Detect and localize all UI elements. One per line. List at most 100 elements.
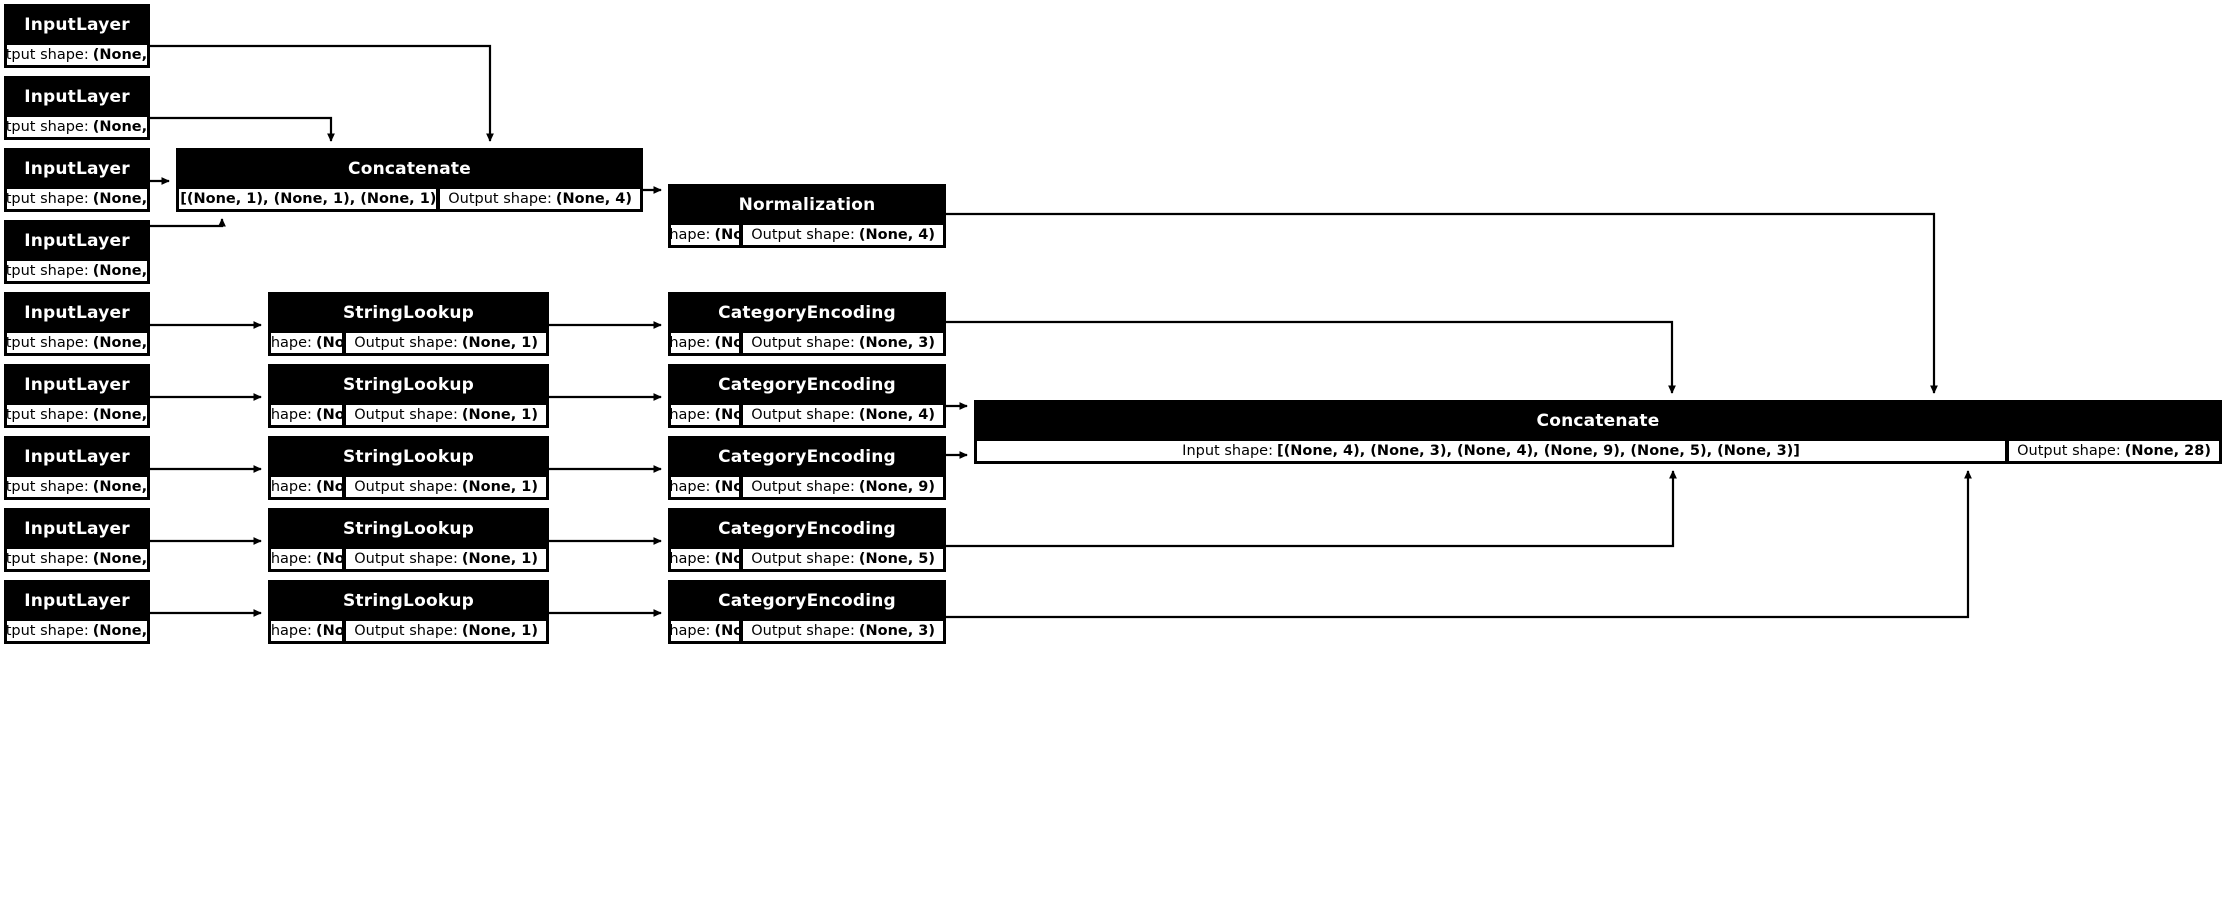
input-shape-cell: Input shape:(None, 1) (670, 404, 741, 426)
node-shape-row: Input shape:(None, 1)Output shape:(None,… (670, 404, 944, 426)
input-shape-cell-value: (None, 1) (714, 623, 739, 639)
output-shape-cell-label: Output shape: (2017, 443, 2121, 459)
edge-category_encoding_5-to-concat_all (946, 470, 1972, 619)
input-shape-cell-label: Input shape: (1182, 443, 1273, 459)
output-shape-cell: Output shape:(None, 1) (6, 44, 148, 66)
input-shape-cell-value: (None, 1) (714, 335, 739, 351)
node-shape-row: Output shape:(None, 1) (6, 44, 148, 66)
output-shape-cell-value: (None, 1) (461, 479, 538, 495)
output-shape-cell: Output shape:(None, 4) (439, 188, 641, 210)
output-shape-cell: Output shape:(None, 1) (345, 476, 547, 498)
input-shape-cell-value: (None, 4) (714, 227, 739, 243)
input-shape-cell-value: [(None, 1), (None, 1), (None, 1), (None,… (180, 191, 437, 207)
node-shape-row: Output shape:(None, 1) (6, 548, 148, 570)
output-shape-cell-label: Output shape: (751, 623, 855, 639)
node-shape-row: Input shape:(None, 4)Output shape:(None,… (670, 224, 944, 246)
input-shape-cell-value: (None, 1) (315, 335, 344, 351)
node-input_1[interactable]: InputLayerOutput shape:(None, 1) (4, 4, 150, 68)
output-shape-cell-value: (None, 1) (461, 623, 538, 639)
node-input_8[interactable]: InputLayerOutput shape:(None, 1) (4, 508, 150, 572)
input-shape-cell: Input shape:[(None, 4), (None, 3), (None… (976, 440, 2007, 462)
output-shape-cell-label: Output shape: (448, 191, 552, 207)
node-category_encoding_5[interactable]: CategoryEncodingInput shape:(None, 1)Out… (668, 580, 946, 644)
node-title: CategoryEncoding (670, 366, 944, 404)
node-shape-row: Input shape:(None, 1)Output shape:(None,… (270, 332, 547, 354)
node-input_6[interactable]: InputLayerOutput shape:(None, 1) (4, 364, 150, 428)
output-shape-cell-label: Output shape: (354, 551, 458, 567)
node-category_encoding_4[interactable]: CategoryEncodingInput shape:(None, 1)Out… (668, 508, 946, 572)
node-string_lookup_3[interactable]: StringLookupInput shape: (None, 1)Output … (268, 436, 549, 500)
node-title: InputLayer (6, 510, 148, 548)
node-string_lookup_2[interactable]: StringLookupInput shape:(None, 1)Output … (268, 364, 549, 428)
input-shape-cell-label: Input shape: (670, 623, 711, 639)
node-shape-row: Input shape: (None, 1)Output shape:(None,… (270, 476, 547, 498)
node-title: StringLookup (270, 438, 547, 476)
output-shape-cell: Output shape:(None, 1) (6, 620, 148, 642)
node-title: InputLayer (6, 222, 148, 260)
edge-input_2-to-concat_num (150, 116, 335, 142)
input-shape-cell-label: Input shape: (670, 335, 711, 351)
output-shape-cell: Output shape:(None, 1) (6, 116, 148, 138)
edge-category_encoding_1-to-concat_all (946, 320, 1676, 394)
output-shape-cell-value: (None, 1) (461, 551, 538, 567)
input-shape-cell-label: Input shape: (670, 227, 711, 243)
node-category_encoding_3[interactable]: CategoryEncodingInput shape:(None, 1)Out… (668, 436, 946, 500)
node-category_encoding_2[interactable]: CategoryEncodingInput shape:(None, 1)Out… (668, 364, 946, 428)
node-title: Concatenate (976, 402, 2220, 440)
node-title: CategoryEncoding (670, 510, 944, 548)
input-shape-cell-label: Input shape: (270, 479, 312, 495)
output-shape-cell-value: (None, 3) (858, 623, 935, 639)
node-input_2[interactable]: InputLayerOutput shape:(None, 1) (4, 76, 150, 140)
output-shape-cell-value: (None, 1) (92, 407, 148, 423)
output-shape-cell-label: Output shape: (6, 263, 89, 279)
input-shape-cell: Input shape:[(None, 1), (None, 1), (None… (178, 188, 438, 210)
node-title: CategoryEncoding (670, 438, 944, 476)
output-shape-cell: Output shape:(None, 1) (6, 260, 148, 282)
node-shape-row: Input shape:(None, 1)Output shape:(None,… (270, 548, 547, 570)
output-shape-cell: Output shape:(None, 28) (2008, 440, 2220, 462)
output-shape-cell: Output shape:(None, 4) (742, 224, 944, 246)
output-shape-cell-value: (None, 1) (92, 47, 148, 63)
node-string_lookup_1[interactable]: StringLookupInput shape:(None, 1)Output … (268, 292, 549, 356)
node-category_encoding_1[interactable]: CategoryEncodingInput shape:(None, 1)Out… (668, 292, 946, 356)
node-shape-row: Input shape:[(None, 4), (None, 3), (None… (976, 440, 2220, 462)
output-shape-cell: Output shape:(None, 1) (345, 548, 547, 570)
output-shape-cell-label: Output shape: (6, 479, 89, 495)
node-input_9[interactable]: InputLayerOutput shape:(None, 1) (4, 580, 150, 644)
node-title: StringLookup (270, 510, 547, 548)
node-string_lookup_4[interactable]: StringLookupInput shape:(None, 1)Output … (268, 508, 549, 572)
output-shape-cell-label: Output shape: (6, 335, 89, 351)
input-shape-cell: Input shape:(None, 1) (670, 620, 741, 642)
input-shape-cell-value: (None, 1) (315, 623, 344, 639)
input-shape-cell-value: (None, 1) (714, 551, 739, 567)
node-shape-row: Output shape:(None, 1) (6, 260, 148, 282)
node-string_lookup_5[interactable]: StringLookupInput shape:(None, 1)Output … (268, 580, 549, 644)
input-shape-cell-label: Input shape: (270, 623, 312, 639)
output-shape-cell: Output shape:(None, 1) (6, 188, 148, 210)
edge-input_4-to-concat_num (150, 218, 226, 228)
edge-input_1-to-concat_num (150, 44, 494, 142)
node-input_5[interactable]: InputLayerOutput shape:(None, 1) (4, 292, 150, 356)
node-shape-row: Input shape:(None, 1)Output shape:(None,… (670, 332, 944, 354)
input-shape-cell-label: Input shape: (670, 551, 711, 567)
node-input_3[interactable]: InputLayerOutput shape:(None, 1) (4, 148, 150, 212)
output-shape-cell: Output shape:(None, 1) (345, 620, 547, 642)
output-shape-cell-value: (None, 9) (858, 479, 935, 495)
input-shape-cell: Input shape:(None, 1) (670, 332, 741, 354)
output-shape-cell-label: Output shape: (6, 551, 89, 567)
input-shape-cell-label: Input shape: (270, 335, 312, 351)
node-normalization[interactable]: NormalizationInput shape:(None, 4)Output… (668, 184, 946, 248)
output-shape-cell-label: Output shape: (6, 119, 89, 135)
node-title: CategoryEncoding (670, 294, 944, 332)
node-input_7[interactable]: InputLayerOutput shape:(None, 1) (4, 436, 150, 500)
output-shape-cell: Output shape:(None, 1) (345, 404, 547, 426)
node-title: StringLookup (270, 366, 547, 404)
node-input_4[interactable]: InputLayerOutput shape:(None, 1) (4, 220, 150, 284)
output-shape-cell: Output shape:(None, 9) (742, 476, 944, 498)
node-shape-row: Output shape:(None, 1) (6, 476, 148, 498)
input-shape-cell-value: [(None, 4), (None, 3), (None, 4), (None,… (1276, 443, 1800, 459)
edge-normalization-to-concat_all (946, 212, 1938, 394)
